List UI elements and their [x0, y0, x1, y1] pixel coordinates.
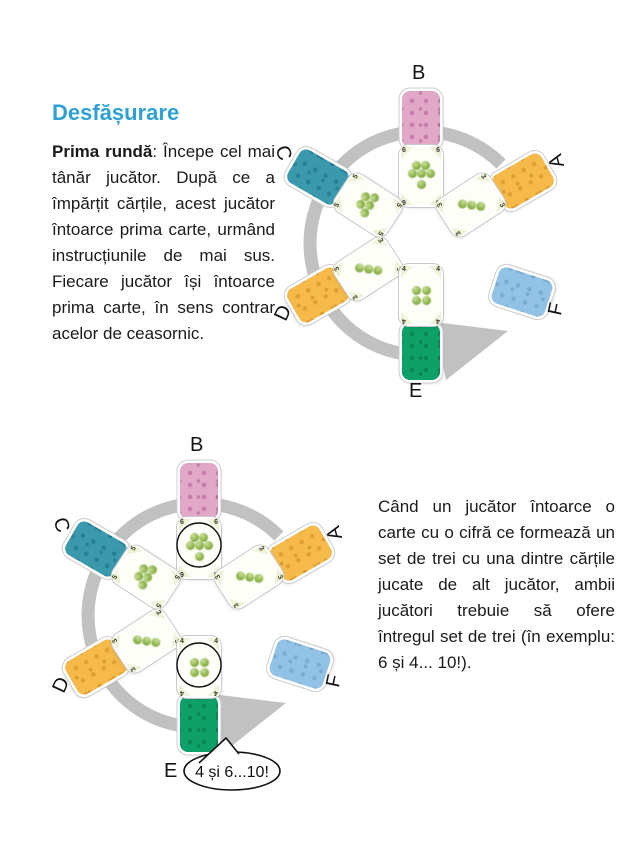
card-back-B-pink [402, 91, 440, 147]
pea-dot [371, 263, 385, 276]
card-corner: 3 [348, 285, 365, 302]
played-card-B-value-6: 6 6 6 6 [401, 147, 441, 205]
pea-dot [199, 667, 209, 677]
card-corner: 6 [429, 147, 441, 159]
card-corner: 6 [207, 519, 219, 531]
player-label-B: B [412, 62, 426, 84]
card-corner: 4 [401, 266, 413, 278]
player-label-E: E [409, 380, 423, 402]
card-corner: 4 [429, 312, 441, 324]
pea-dot [465, 198, 479, 211]
card-corner: 4 [179, 684, 191, 696]
pea-dot [362, 262, 376, 275]
card-corner: 5 [149, 593, 166, 610]
player-label-F: F [322, 672, 347, 690]
player-label-A: A [322, 523, 348, 543]
section-heading: Desfășurare [52, 100, 180, 125]
card-corner: 6 [401, 147, 413, 159]
card-back-E-green [402, 324, 440, 380]
set-rule-paragraph: Când un jucător întoarce o carte cu o ci… [378, 497, 615, 672]
pea-dot [416, 179, 426, 189]
player-label-A: A [544, 151, 570, 171]
card-corner: 6 [429, 193, 441, 205]
card-corner: 4 [179, 638, 191, 650]
card-corner: 3 [252, 544, 269, 561]
card-corner: 6 [401, 193, 413, 205]
card-back-E-green [180, 696, 218, 752]
pea-dot [199, 657, 209, 667]
card-corner: 3 [229, 593, 246, 610]
pea-dot [243, 570, 257, 583]
card-corner: 5 [126, 544, 143, 561]
paragraph-body: : Începe cel mai tânăr jucător. După ce … [52, 142, 275, 343]
paragraph-lead: Prima rundă [52, 142, 153, 161]
pea-dot [421, 285, 431, 295]
player-label-F: F [544, 300, 569, 318]
pea-dot [234, 569, 247, 582]
card-corner: 5 [371, 221, 388, 238]
card-corner: 4 [429, 266, 441, 278]
played-card-E-value-4: 4 4 4 4 [179, 638, 219, 696]
card-corner: 3 [126, 657, 143, 674]
player-label-B: B [190, 434, 204, 456]
card-corner: 5 [348, 172, 365, 189]
pea-dot [131, 633, 144, 646]
pea-dot [194, 551, 204, 561]
pea-dot [456, 197, 469, 210]
pea-dot [252, 571, 266, 584]
pea-dot [474, 199, 488, 212]
card-corner: 3 [149, 608, 166, 625]
played-card-B-value-6: 6 6 6 6 [179, 519, 219, 577]
card-corner: 6 [179, 519, 191, 531]
pea-dot [203, 540, 213, 550]
player-label-C: C [48, 514, 74, 536]
pea-dot [353, 261, 366, 274]
pea-dot [416, 168, 426, 178]
first-round-paragraph: Prima rundă: Începe cel mai tânăr jucăto… [52, 139, 275, 347]
pea-dot [407, 168, 417, 178]
card-corner: 3 [451, 221, 468, 238]
card-corner: 6 [179, 565, 191, 577]
pea-dot [189, 657, 199, 667]
card-corner: 4 [207, 638, 219, 650]
pea-dot [194, 540, 204, 550]
arrow-head [434, 322, 508, 380]
card-corner: 3 [371, 236, 388, 253]
speech-bubble [183, 751, 281, 791]
arrow-head [212, 694, 286, 752]
pea-dot [411, 285, 421, 295]
pea-dot [411, 295, 421, 305]
pea-dot [420, 160, 430, 170]
card-corner: 6 [207, 565, 219, 577]
pea-dot [140, 634, 154, 647]
pea-dot [149, 635, 163, 648]
speech-bubble-text: 4 și 6...10! [195, 764, 269, 781]
card-back-B-pink [180, 463, 218, 519]
card-corner: 4 [401, 312, 413, 324]
player-label-E: E [164, 760, 178, 782]
pea-dot [189, 667, 199, 677]
pea-dot [185, 540, 195, 550]
player-label-C: C [270, 142, 296, 164]
card-corner: 4 [207, 684, 219, 696]
pea-dot [421, 295, 431, 305]
pea-dot [411, 160, 421, 170]
played-card-E-value-4: 4 4 4 4 [401, 266, 441, 324]
pea-dot [425, 168, 435, 178]
card-corner: 3 [474, 172, 491, 189]
